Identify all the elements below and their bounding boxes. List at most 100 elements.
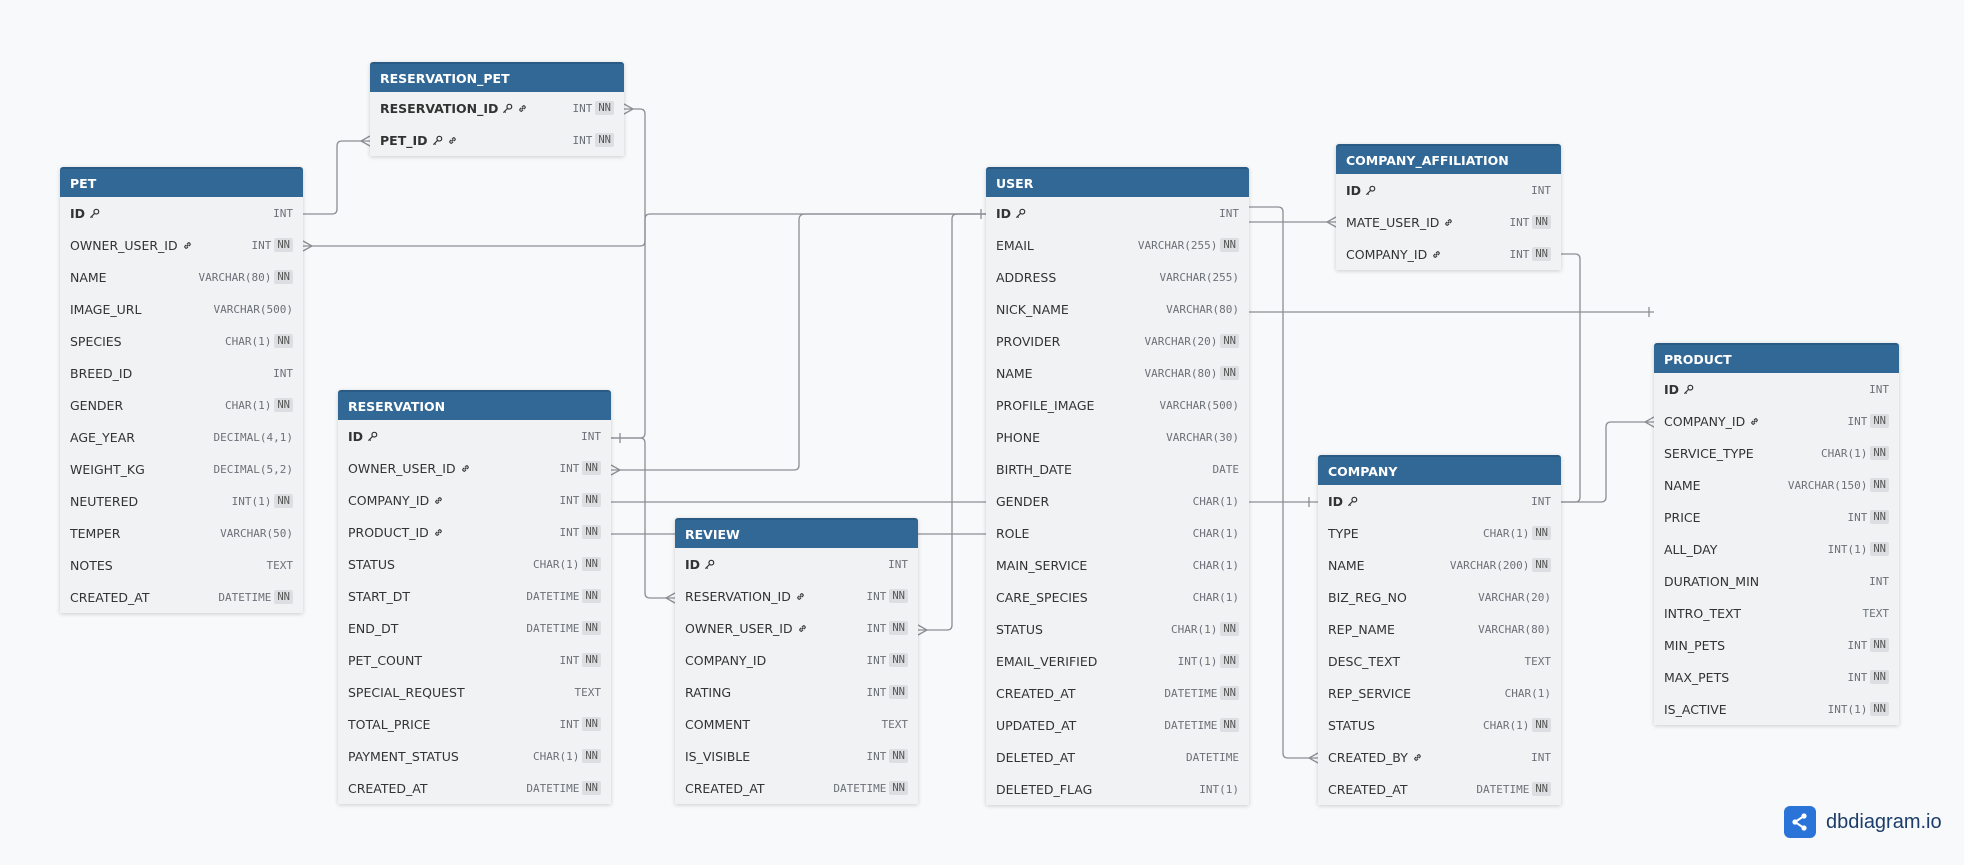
dbdiagram-logo[interactable]: dbdiagram.io (1784, 806, 1942, 838)
relationship-line[interactable] (611, 213, 986, 439)
relationship-line[interactable] (611, 437, 675, 599)
table-header[interactable]: USER (986, 167, 1249, 197)
relationship-line[interactable] (303, 140, 370, 215)
table-header[interactable]: PRODUCT (1654, 343, 1899, 373)
relationship-line[interactable] (611, 213, 986, 471)
relationship-line[interactable] (1561, 421, 1654, 503)
table-header[interactable]: RESERVATION_PET (370, 62, 624, 92)
relationship-line[interactable] (918, 213, 986, 631)
table-header[interactable]: COMPANY (1318, 455, 1561, 485)
relationship-line[interactable] (1561, 253, 1581, 503)
table-header[interactable]: COMPANY_AFFILIATION (1336, 144, 1561, 174)
table-header[interactable]: PET (60, 167, 303, 197)
table-header[interactable]: REVIEW (675, 518, 918, 548)
relationship-line[interactable] (1249, 206, 1318, 759)
